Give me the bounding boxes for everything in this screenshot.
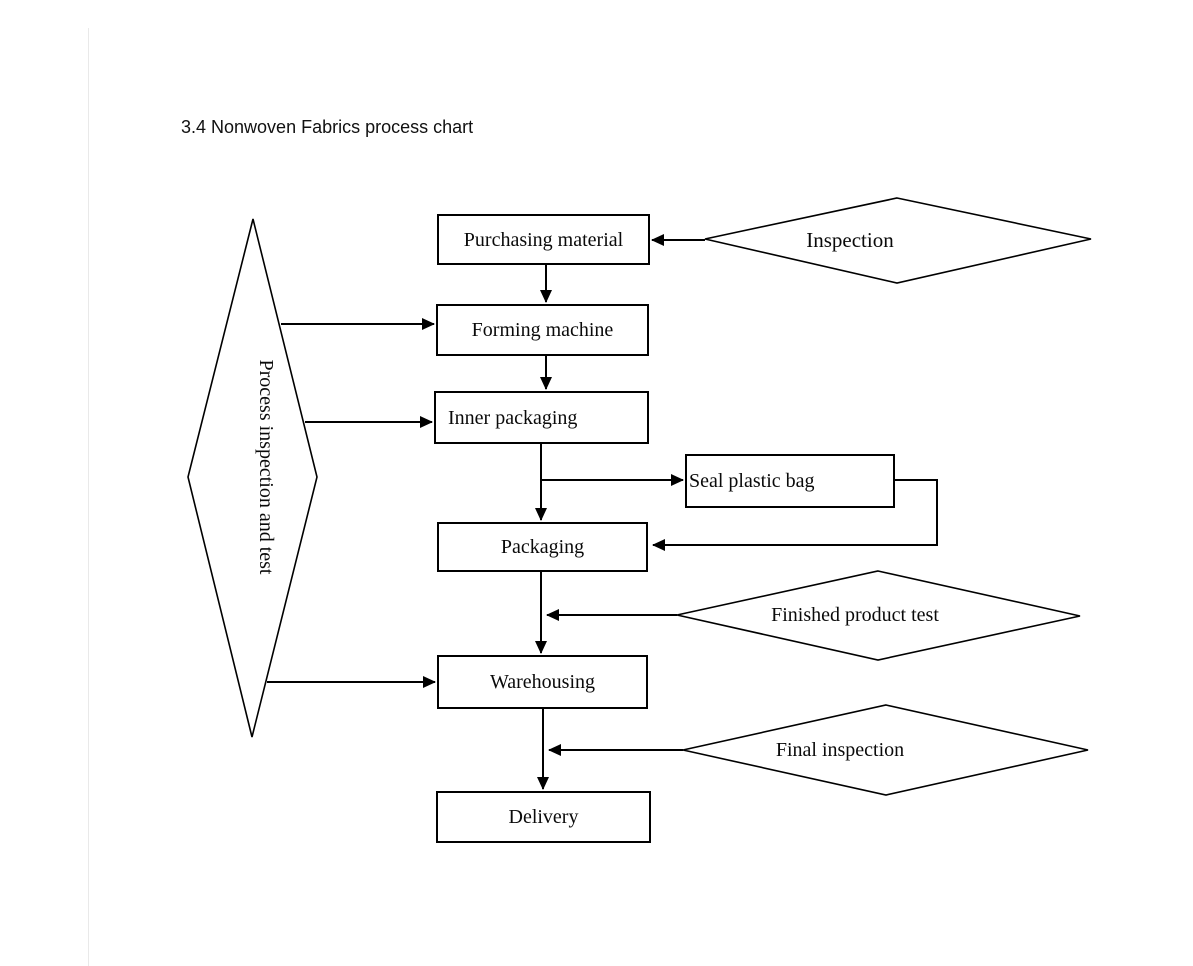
forming-machine-box-shape — [436, 304, 649, 356]
packaging-box-shape — [437, 522, 648, 572]
packaging-label: Packaging — [500, 536, 585, 558]
warehousing-box-shape — [437, 655, 648, 709]
purchasing-material-label: Purchasing material — [463, 228, 624, 251]
page-title: 3.4 Nonwoven Fabrics process chart — [181, 117, 474, 137]
seal-plastic-bag-label: Seal plastic bag — [689, 470, 815, 492]
warehousing-label: Warehousing — [489, 671, 596, 693]
delivery-label: Delivery — [508, 806, 579, 828]
finished-product-test-label: Finished product test — [771, 604, 939, 626]
inspection-label: Inspection — [806, 227, 894, 252]
purchasing-material-box-shape — [437, 214, 650, 265]
seal-plastic-bag-box-shape — [685, 454, 895, 508]
forming-machine-label: Forming machine — [471, 319, 614, 341]
page-edge-divider — [88, 28, 89, 966]
process-inspection-diamond-shape — [187, 218, 318, 738]
inspection-diamond-shape — [704, 197, 1092, 284]
inner-packaging-label: Inner packaging — [448, 406, 578, 429]
process-inspection-and-test-label: Process inspection and test — [255, 359, 277, 575]
finished-product-test-diamond-shape — [676, 570, 1081, 661]
final-inspection-label: Final inspection — [775, 739, 905, 761]
final-inspection-diamond-shape — [682, 704, 1089, 796]
arrow-seal-plastic-bag-to-packaging — [652, 479, 938, 551]
delivery-box-shape — [436, 791, 651, 843]
